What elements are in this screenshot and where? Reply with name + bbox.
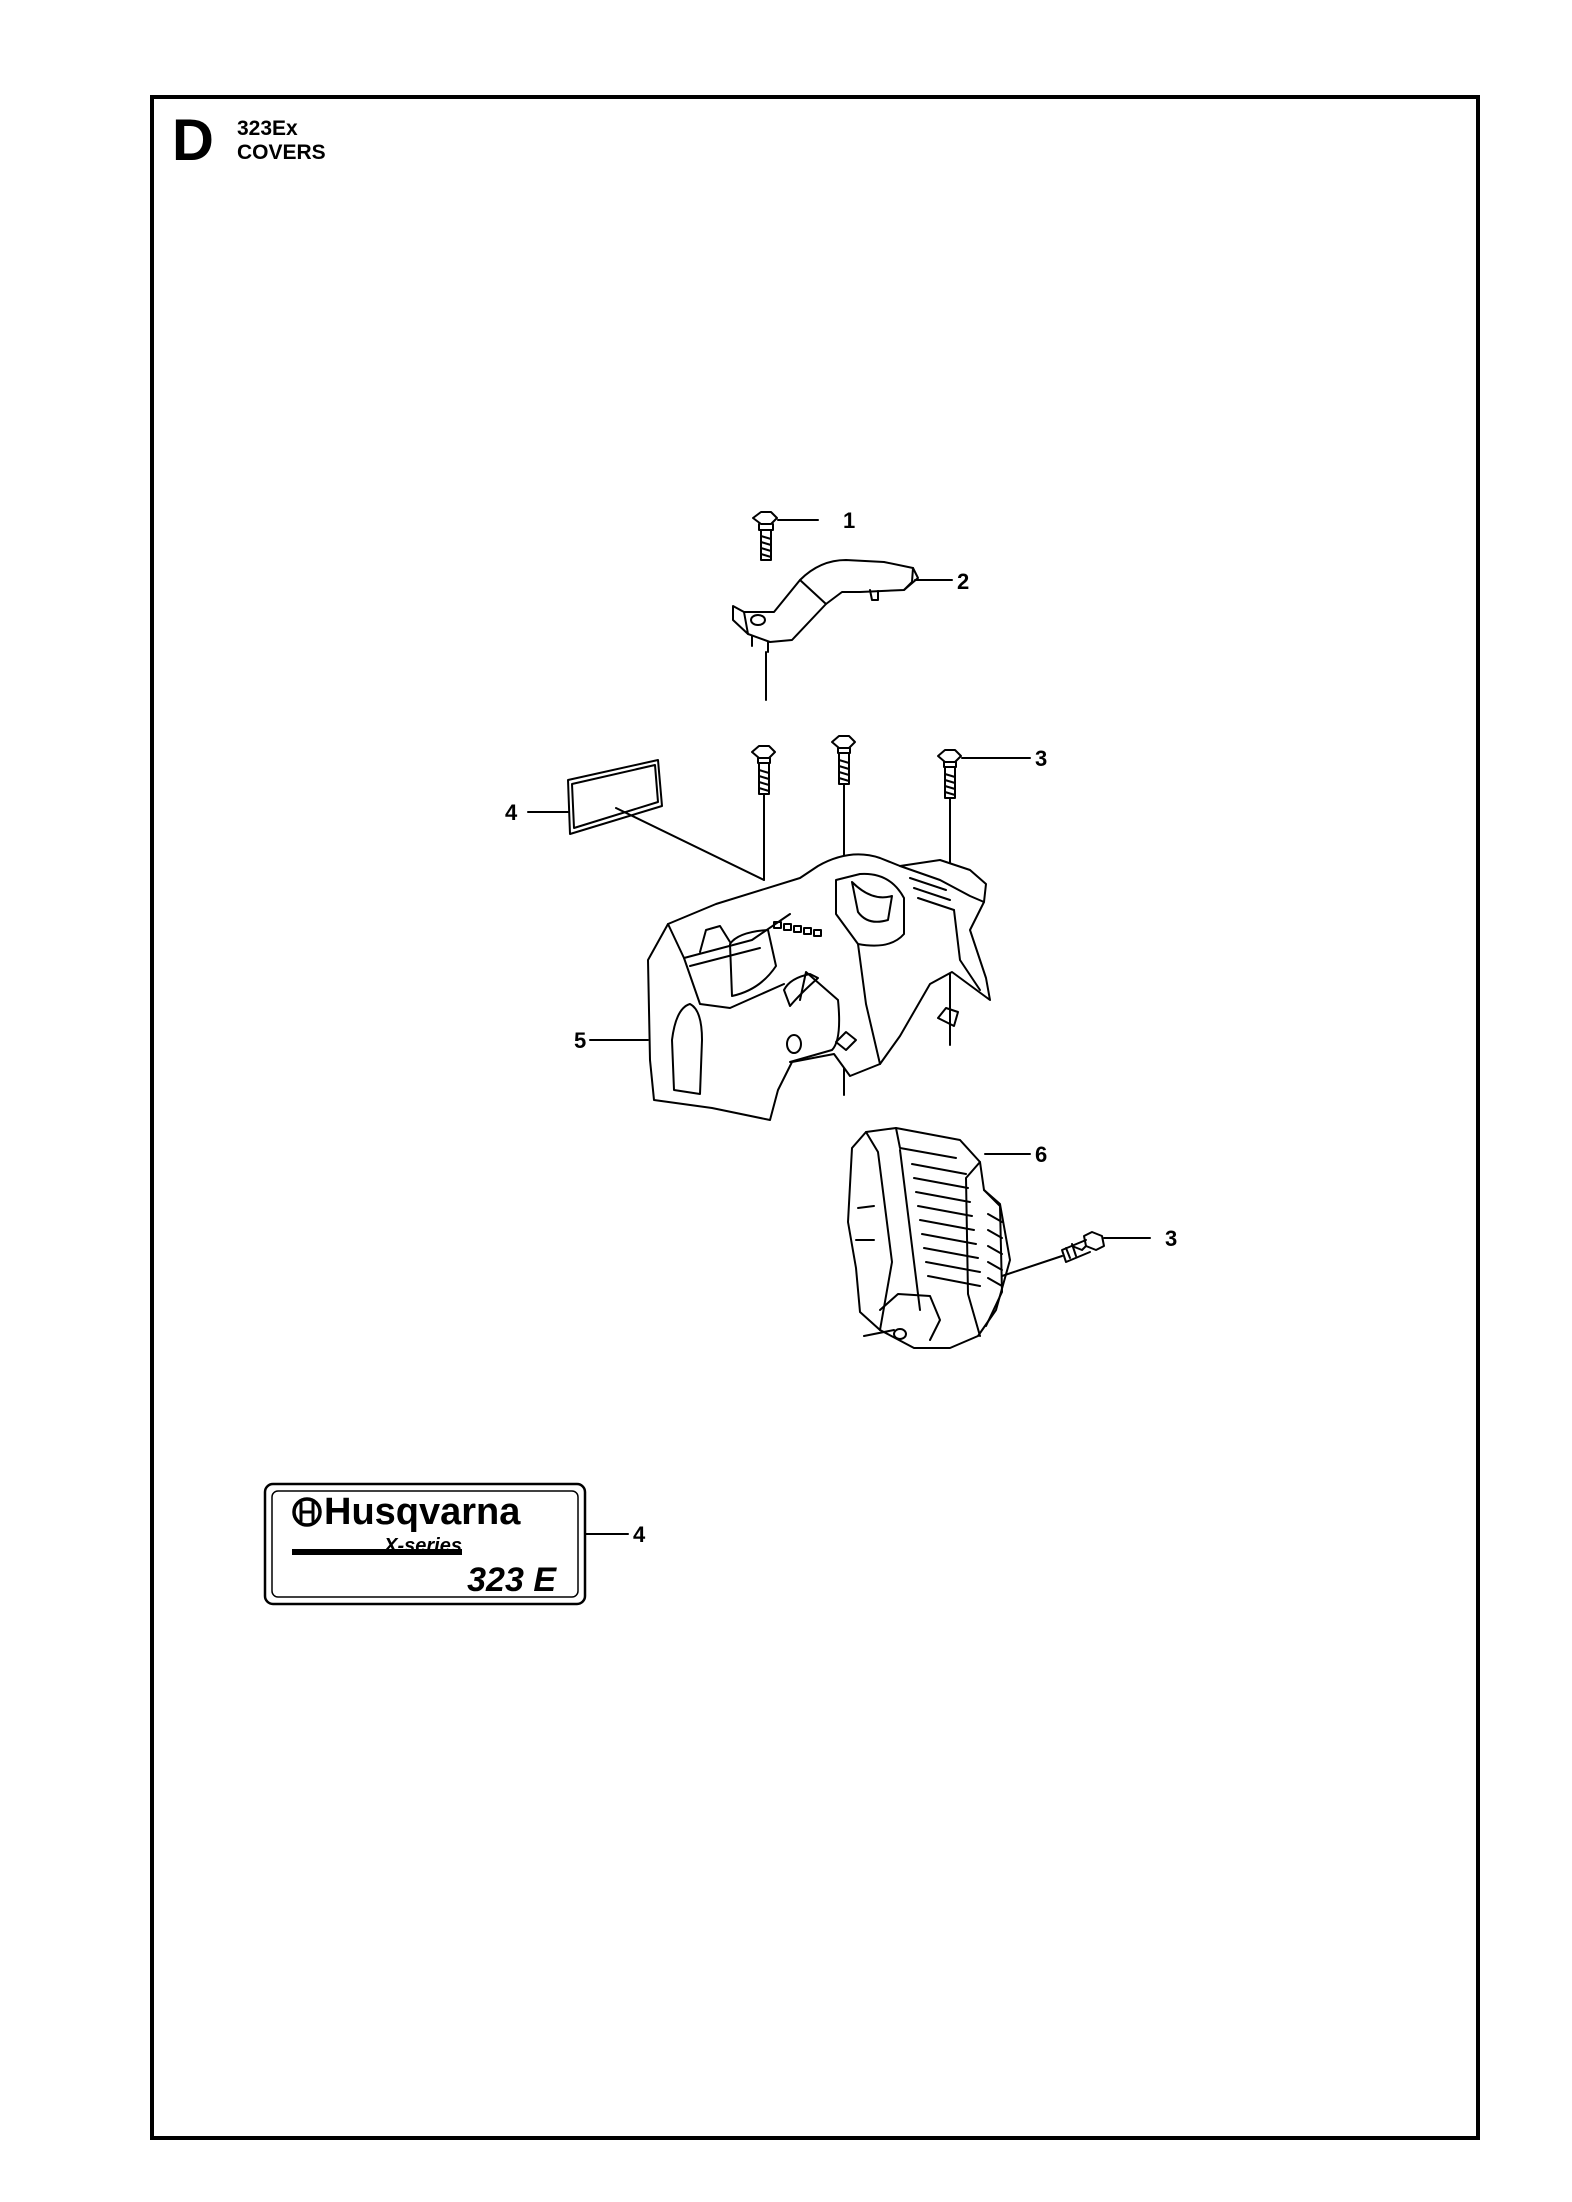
side-cover-part-6 [847, 1127, 1011, 1349]
decal-part-4 [567, 759, 663, 835]
callout-4-decal: 4 [633, 1522, 646, 1547]
screw-part-3-side [1061, 1231, 1105, 1263]
assembly-line-4 [615, 807, 765, 881]
assembly-line-3d [1001, 1255, 1063, 1277]
assembly-line-6 [863, 1329, 895, 1337]
callout-3: 3 [1035, 746, 1047, 771]
decal-series: X-series [383, 1535, 462, 1557]
callout-1: 1 [843, 508, 855, 533]
screw-part-1 [752, 511, 778, 561]
decal-model: 323 E [467, 1561, 557, 1599]
callout-5: 5 [574, 1028, 586, 1053]
page-frame [150, 95, 1480, 2140]
callout-4: 4 [505, 800, 518, 825]
callout-6: 6 [1035, 1142, 1047, 1167]
screw-part-3-middle [831, 735, 856, 785]
screw-part-3-left [751, 745, 776, 795]
decal-artwork [263, 1482, 587, 1606]
bracket-part-2 [732, 559, 919, 653]
decal-brand: Husqvarna [324, 1491, 521, 1533]
section-title: COVERS [237, 141, 326, 164]
callout-2: 2 [957, 569, 969, 594]
housing-cover-part-5 [647, 853, 991, 1121]
screw-part-3-right [937, 749, 962, 799]
model-name: 323Ex [237, 117, 298, 140]
section-letter: D [172, 108, 214, 173]
callout-3-side: 3 [1165, 1226, 1177, 1251]
